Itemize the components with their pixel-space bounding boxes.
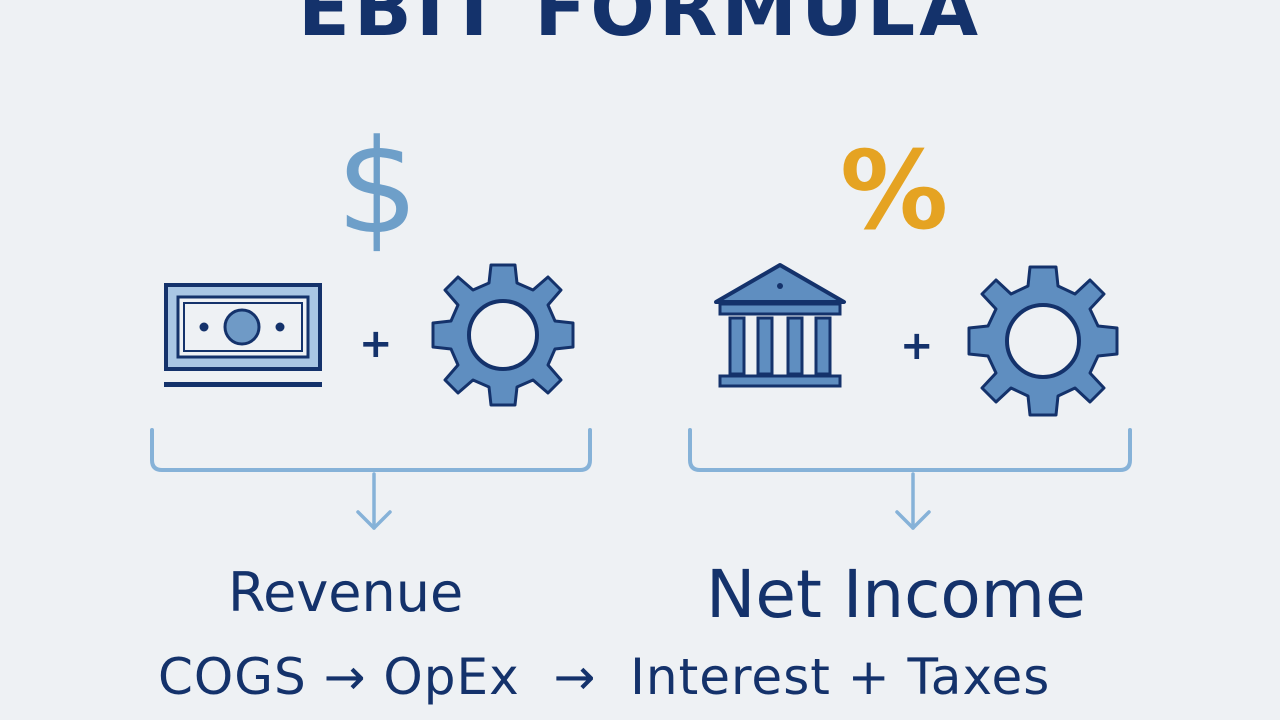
percent-symbol: % bbox=[840, 129, 949, 254]
net-income-label: Net Income bbox=[706, 556, 1086, 633]
right-bracket-arrow bbox=[686, 426, 1134, 536]
page-title: EBIT FORMULA bbox=[297, 0, 983, 53]
cash-icon bbox=[162, 282, 326, 392]
plus-operator-left: + bbox=[359, 321, 393, 367]
left-bracket-arrow bbox=[148, 426, 594, 536]
revenue-label: Revenue bbox=[228, 561, 464, 624]
formula-components-label: COGS → OpEx → Interest + Taxes bbox=[158, 648, 1051, 706]
gear-icon bbox=[966, 264, 1120, 418]
dollar-symbol: $ bbox=[336, 111, 419, 263]
plus-operator-right: + bbox=[900, 323, 934, 369]
bank-icon bbox=[712, 262, 848, 398]
gear-icon bbox=[430, 262, 576, 408]
